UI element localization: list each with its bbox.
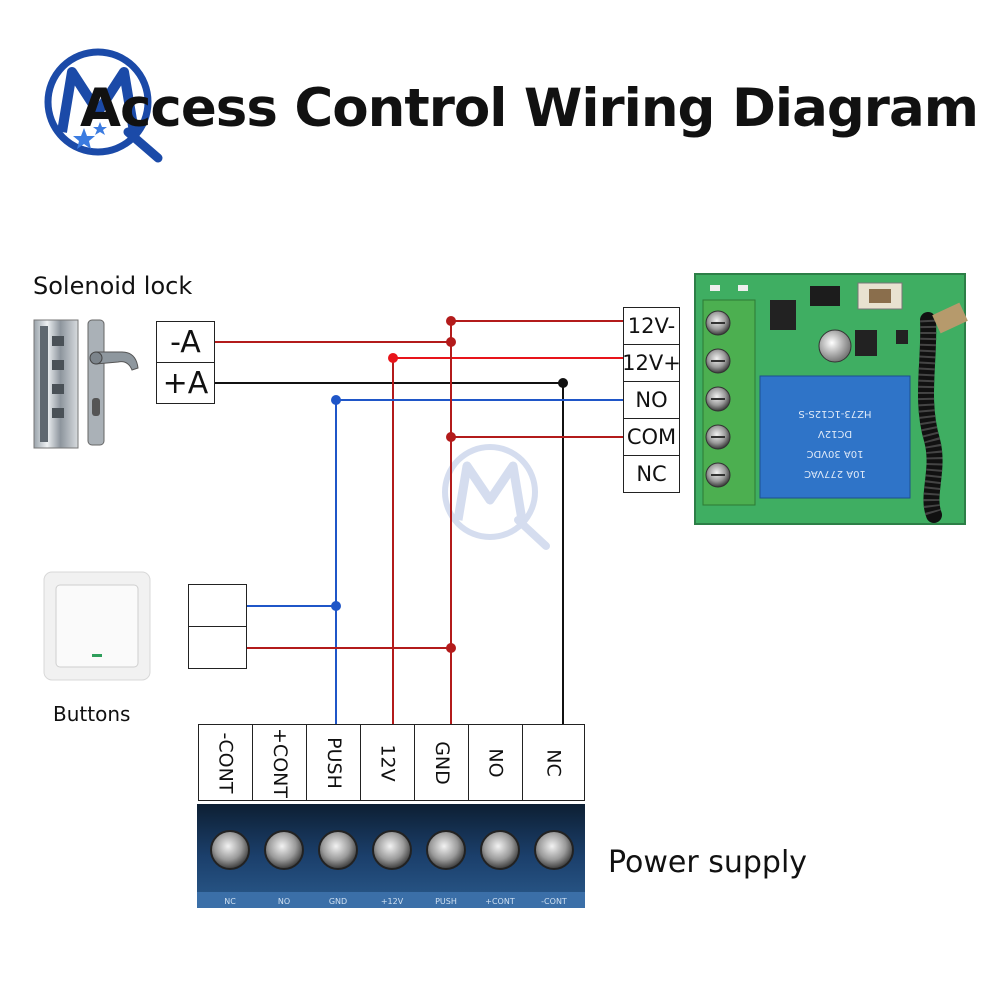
strip-print-3: +12V [381, 897, 404, 906]
button-image [43, 571, 151, 681]
relay-print-3: 10A 30VDC [806, 448, 863, 459]
relay-terminal-12v-plus: 12V+ [622, 344, 681, 382]
relay-terminal-nc: NC [623, 455, 680, 493]
power-terminal-neg-cont: -CONT [198, 724, 253, 801]
wire-junctions [331, 316, 568, 653]
relay-screw-terminals [705, 310, 731, 488]
power-terminal-pos-cont: +CONT [252, 724, 307, 801]
power-terminal-12v: 12V [360, 724, 415, 801]
power-terminal-label: GND [430, 740, 453, 785]
strip-print-6: -CONT [541, 897, 567, 906]
relay-print-1: HZ73-1C12S-S [798, 408, 871, 419]
power-terminal-nc: NC [522, 724, 585, 801]
page-title: Access Control Wiring Diagram [80, 78, 979, 139]
power-terminal-label: PUSH [322, 736, 345, 789]
power-screw-terminals [210, 830, 574, 870]
strip-print-0: NC [224, 897, 236, 906]
watermark-logo [442, 444, 550, 550]
relay-terminal-12v-minus: 12V- [623, 307, 680, 345]
lock-terminal-negative: -A [156, 321, 215, 363]
power-terminal-label: -CONT [214, 732, 237, 793]
relay-print-4: 10A 277VAC [804, 468, 866, 479]
power-terminal-label: NO [484, 747, 507, 778]
power-terminal-gnd: GND [414, 724, 469, 801]
strip-print-5: +CONT [485, 897, 515, 906]
power-terminal-label: NC [542, 748, 565, 777]
strip-print-2: GND [329, 897, 347, 906]
relay-terminal-no: NO [623, 381, 680, 419]
relay-board-image: 10A 277VAC 10A 30VDC DC12V HZ73-1C12S-S [694, 273, 968, 525]
relay-terminal-com: COM [623, 418, 680, 456]
brand-logo [44, 48, 163, 163]
button-terminal-1 [188, 584, 247, 627]
strip-print-4: PUSH [435, 897, 457, 906]
power-terminal-no: NO [468, 724, 523, 801]
power-supply-caption: Power supply [608, 845, 808, 880]
power-supply-strip-image: NC NO GND +12V PUSH +CONT -CONT [197, 804, 585, 908]
button-terminal-2 [188, 626, 247, 669]
strip-print-1: NO [278, 897, 290, 906]
power-terminal-push: PUSH [306, 724, 361, 801]
solenoid-lock-image [33, 319, 139, 449]
power-terminal-label: +CONT [268, 727, 291, 798]
power-terminal-label: 12V [376, 743, 399, 782]
lock-terminal-positive: +A [156, 362, 215, 404]
buttons-caption: Buttons [53, 702, 131, 726]
relay-print-2: DC12V [818, 428, 852, 439]
solenoid-lock-caption: Solenoid lock [33, 272, 193, 300]
wire-lock-positive-to-nc [215, 382, 564, 724]
